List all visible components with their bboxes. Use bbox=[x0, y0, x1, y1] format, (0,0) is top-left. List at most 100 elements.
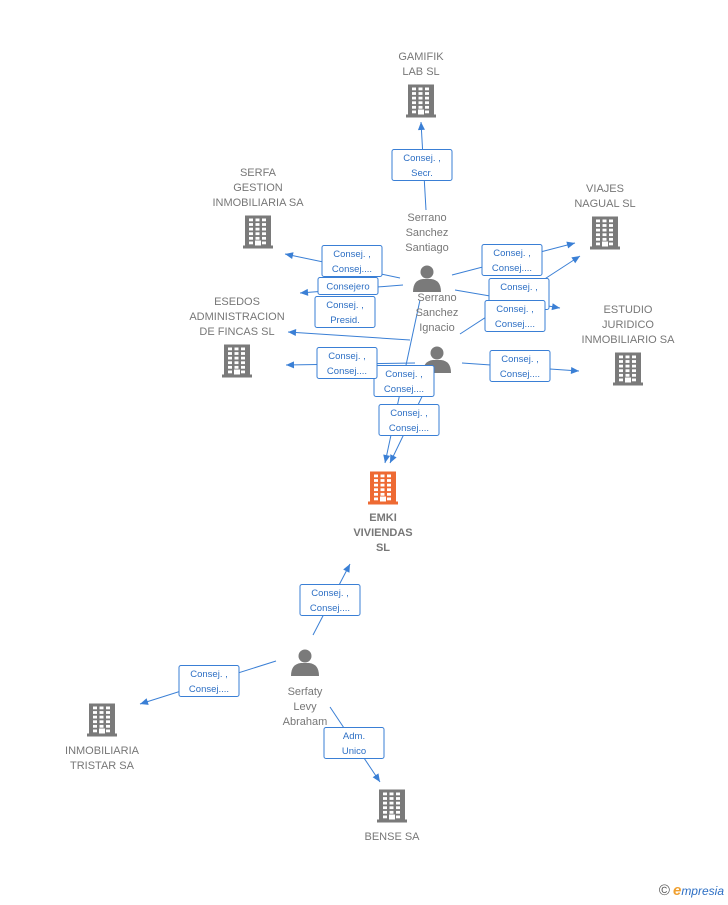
edge-role-text: Consej.... bbox=[500, 369, 540, 380]
node-viajes[interactable]: VIAJES NAGUAL SL bbox=[574, 183, 636, 250]
edge-role-text: Consej. , bbox=[496, 304, 534, 315]
building-icon bbox=[406, 84, 436, 118]
edge-role-label[interactable]: Consej. , Consej.... bbox=[481, 244, 543, 276]
footer-brand: ©empresia bbox=[659, 882, 724, 899]
building-icon bbox=[590, 216, 620, 250]
edge-role-text: Consej.... bbox=[327, 366, 367, 377]
edge-role-label[interactable]: Consej. ,Consej.... bbox=[299, 584, 361, 616]
node-label: LAB SL bbox=[402, 66, 439, 78]
node-label: Serrano bbox=[417, 292, 456, 304]
edge-role-text: Consej. , bbox=[328, 351, 366, 362]
brand-name: mpresia bbox=[681, 884, 724, 898]
edge-santiago-to-esedos bbox=[287, 329, 411, 341]
node-label: Sanchez bbox=[416, 307, 459, 319]
edge-role-text: Secr. bbox=[411, 168, 433, 179]
person-icon bbox=[413, 265, 441, 292]
arrow-icon bbox=[566, 241, 575, 249]
node-label: Abraham bbox=[283, 716, 328, 728]
edge-role-text: Consej. , bbox=[500, 282, 538, 293]
node-label: Serfaty bbox=[288, 686, 323, 698]
edge-role-label[interactable]: Consej. , Consej.... bbox=[321, 245, 383, 277]
arrow-icon bbox=[372, 773, 380, 782]
building-icon bbox=[613, 352, 643, 386]
edge-role-label[interactable]: Consej. , Consej.... bbox=[316, 347, 378, 379]
arrow-icon bbox=[390, 454, 397, 463]
edge-role-text: Consej. , bbox=[190, 669, 228, 680]
edge-role-text: Consej. , bbox=[333, 249, 371, 260]
edge-role-text: Consej.... bbox=[492, 263, 532, 274]
edge-role-text: Consej. , bbox=[311, 588, 349, 599]
node-label: VIAJES bbox=[586, 183, 624, 195]
edge-role-text: Adm. bbox=[343, 731, 365, 742]
node-label: ESTUDIO bbox=[604, 304, 653, 316]
node-gamifik[interactable]: GAMIFIK LAB SL bbox=[398, 51, 444, 118]
arrow-icon bbox=[288, 329, 297, 337]
edge-role-label[interactable]: Consej. , Consej.... bbox=[484, 300, 546, 332]
edge-role-text: Consej.... bbox=[332, 264, 372, 275]
node-label: INMOBILIARIO SA bbox=[582, 334, 676, 346]
edge-role-label[interactable]: Adm. Unico bbox=[323, 727, 385, 759]
edge-role-text: Consejero bbox=[326, 282, 369, 293]
node-label: GAMIFIK bbox=[398, 51, 444, 63]
edge-role-text: Consej. , bbox=[403, 153, 441, 164]
edge-role-text: Consej. , bbox=[326, 300, 364, 311]
edge-role-text: Consej. , bbox=[493, 248, 531, 259]
node-label: ESEDOS bbox=[214, 296, 260, 308]
edge-labels-layer: Consej. ,Secr.Consej. ,Consej....Conseje… bbox=[178, 149, 551, 759]
node-bense[interactable]: BENSE SA bbox=[364, 789, 420, 844]
node-label: VIVIENDAS bbox=[353, 527, 412, 539]
edge-role-label[interactable]: Consej. , Consej.... bbox=[378, 404, 440, 436]
node-label: SERFA bbox=[240, 167, 277, 179]
edge-role-text: Consej. , bbox=[501, 354, 539, 365]
node-label: GESTION bbox=[233, 182, 283, 194]
building-icon bbox=[377, 789, 407, 823]
node-label: SL bbox=[376, 542, 390, 554]
arrow-icon bbox=[551, 303, 560, 311]
edge-role-text: Consej.... bbox=[384, 384, 424, 395]
node-label: JURIDICO bbox=[602, 319, 654, 331]
node-estudio[interactable]: ESTUDIO JURIDICO INMOBILIARIO SA bbox=[582, 304, 676, 386]
arrow-icon bbox=[343, 564, 350, 573]
building-icon bbox=[368, 471, 398, 505]
copyright-icon: © bbox=[658, 882, 670, 899]
arrow-icon bbox=[571, 256, 580, 264]
node-label: Ignacio bbox=[419, 322, 454, 334]
node-label: TRISTAR SA bbox=[70, 760, 135, 772]
edge-role-label[interactable]: Consejero bbox=[317, 277, 379, 295]
edge-role-label[interactable]: Consej. , Secr. bbox=[391, 149, 453, 181]
building-icon bbox=[243, 215, 273, 249]
edge-role-label[interactable]: Consej. , Consej.... bbox=[489, 350, 551, 382]
edge-role-text: Consej. , bbox=[385, 369, 423, 380]
node-label: Serrano bbox=[407, 212, 446, 224]
arrow-icon bbox=[417, 122, 425, 131]
edge-role-label[interactable]: Consej. , Consej.... bbox=[373, 365, 435, 397]
edge-role-text: Consej.... bbox=[495, 319, 535, 330]
person-icon bbox=[291, 649, 319, 676]
edge-role-text: Consej.... bbox=[389, 423, 429, 434]
node-label: ADMINISTRACION bbox=[189, 311, 284, 323]
edge-role-label[interactable]: Consej. ,Consej.... bbox=[178, 665, 240, 697]
building-icon bbox=[222, 344, 252, 378]
node-label: NAGUAL SL bbox=[574, 198, 635, 210]
node-label: BENSE SA bbox=[364, 831, 420, 843]
arrow-icon bbox=[140, 698, 149, 705]
edge-role-label[interactable]: Consej. , Presid. bbox=[314, 296, 376, 328]
brand-initial: e bbox=[672, 882, 682, 899]
edge-line bbox=[287, 331, 411, 341]
edge-role-text: Consej. , bbox=[390, 408, 428, 419]
edge-role-text: Unico bbox=[342, 746, 366, 757]
edge-role-text: Presid. bbox=[330, 315, 360, 326]
arrow-icon bbox=[285, 252, 294, 260]
node-label: DE FINCAS SL bbox=[199, 326, 274, 338]
node-label: Santiago bbox=[405, 242, 448, 254]
node-label: Sanchez bbox=[406, 227, 449, 239]
node-esedos[interactable]: ESEDOS ADMINISTRACION DE FINCAS SL bbox=[189, 296, 285, 378]
